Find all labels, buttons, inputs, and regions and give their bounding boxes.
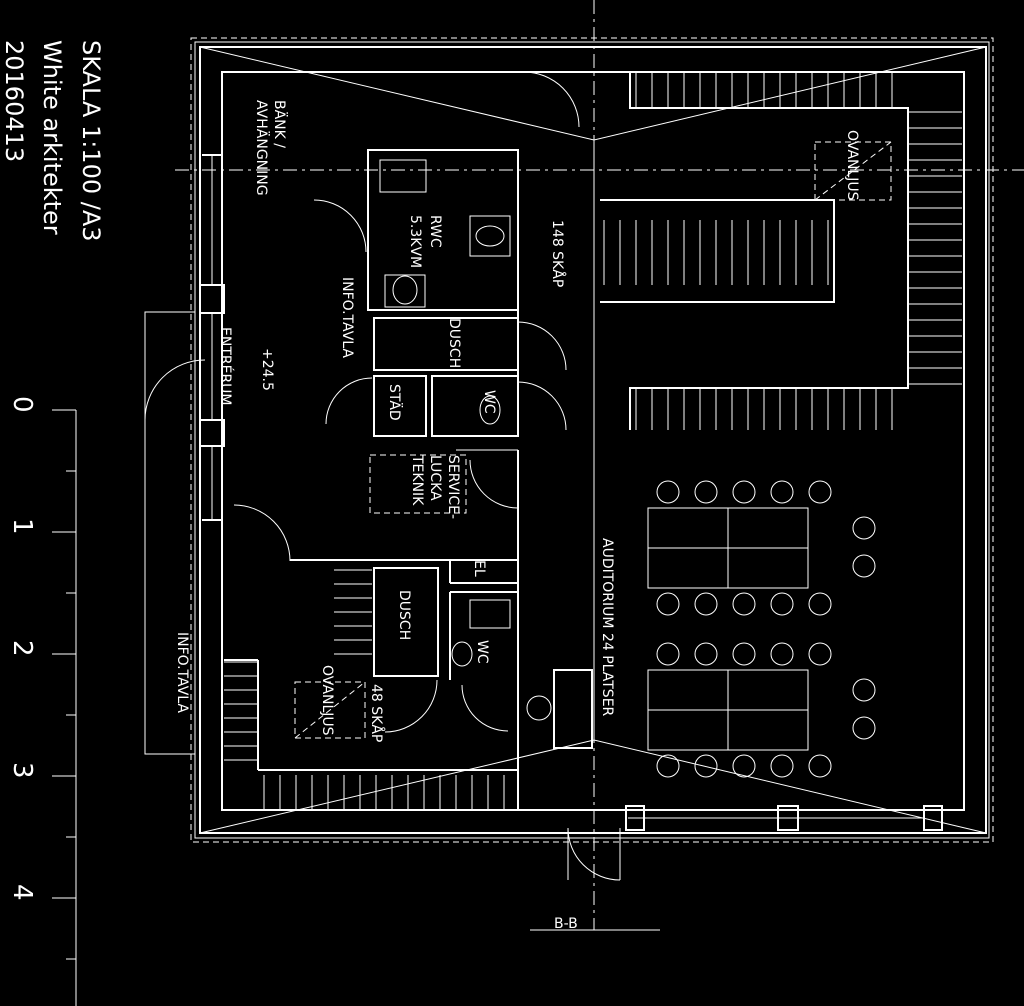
core-walls	[144, 141, 892, 810]
chair	[770, 480, 794, 504]
chair	[852, 554, 876, 578]
room-label-bank-2: AVHÄNGNING	[253, 100, 271, 196]
chair	[808, 754, 832, 778]
scale-tick-label: 2	[7, 640, 37, 657]
chair	[656, 754, 680, 778]
room-label-info-north: INFO.TAVLA	[339, 277, 355, 358]
room-label-ovanljus-south: OVANLJUS	[319, 665, 335, 736]
scale-tick-label: 1	[7, 518, 37, 535]
sanitary-fixtures	[379, 159, 511, 667]
room-label-wc-south: WC	[474, 640, 490, 664]
scale-tick-label: 3	[7, 762, 37, 779]
room-label-skap-south: 48 SKÅP	[368, 684, 385, 742]
room-label-el: EL	[471, 560, 487, 577]
chair	[770, 592, 794, 616]
section-lines	[175, 0, 1024, 931]
room-label-rwc: RWC	[427, 215, 443, 248]
scale-bar: 0 1 2 3 4	[7, 396, 77, 1006]
chair	[694, 480, 718, 504]
chair	[808, 642, 832, 666]
locker-rows-south	[224, 569, 505, 810]
room-label-rwc-area: 5.3KVM	[407, 215, 423, 268]
scale-tick-label: 4	[7, 884, 37, 901]
chair	[808, 480, 832, 504]
chair	[656, 592, 680, 616]
chair	[852, 678, 876, 702]
room-label-bank: BÄNK /	[271, 100, 289, 148]
room-label-service-3: TEKNIK	[409, 454, 425, 506]
south-windows	[625, 805, 943, 831]
chair	[852, 716, 876, 740]
auditorium-furniture	[647, 480, 876, 778]
room-label-stad: STÄD	[386, 384, 404, 421]
chair	[732, 480, 756, 504]
room-label-wc-north: WC	[481, 390, 497, 414]
room-label-dusch-north: DUSCH	[446, 318, 462, 368]
office-name: White arkitekter	[38, 40, 66, 235]
chair	[732, 592, 756, 616]
locker-rows-north	[600, 72, 962, 430]
chair	[852, 516, 876, 540]
chair	[770, 642, 794, 666]
level-label: +24.5	[259, 348, 275, 391]
locker-outline	[600, 199, 835, 303]
chair	[770, 754, 794, 778]
chair	[808, 592, 832, 616]
title-block: SKALA 1:100 /A3 White arkitekter 2016041…	[0, 40, 105, 242]
chair	[694, 592, 718, 616]
chair	[732, 642, 756, 666]
chair	[656, 480, 680, 504]
room-labels: BÄNK / AVHÄNGNING RWC 5.3KVM 148 SKÅP IN…	[174, 100, 860, 742]
room-label-service-2: LUCKA	[427, 455, 443, 501]
drawing-date: 20160413	[0, 40, 28, 162]
chair	[694, 754, 718, 778]
locker-outline	[629, 72, 909, 430]
scale-tick-label: 0	[7, 396, 37, 413]
section-marker-label: B-B	[554, 916, 578, 932]
room-label-ovanljus-north: OVANLJUS	[844, 130, 860, 201]
room-label-service: SERVICE-	[445, 455, 461, 519]
drawing-scale: SKALA 1:100 /A3	[77, 40, 105, 242]
doors	[144, 71, 621, 881]
room-label-skap-north: 148 SKÅP	[549, 220, 566, 287]
chair	[694, 642, 718, 666]
chair	[656, 642, 680, 666]
room-label-info-south: INFO.TAVLA	[174, 632, 190, 713]
room-label-entrerum: ENTRÉRUM	[217, 327, 234, 406]
room-label-auditorium: AUDITORIUM 24 PLATSER	[599, 538, 615, 717]
room-label-dusch-south: DUSCH	[396, 590, 412, 640]
chair	[732, 754, 756, 778]
